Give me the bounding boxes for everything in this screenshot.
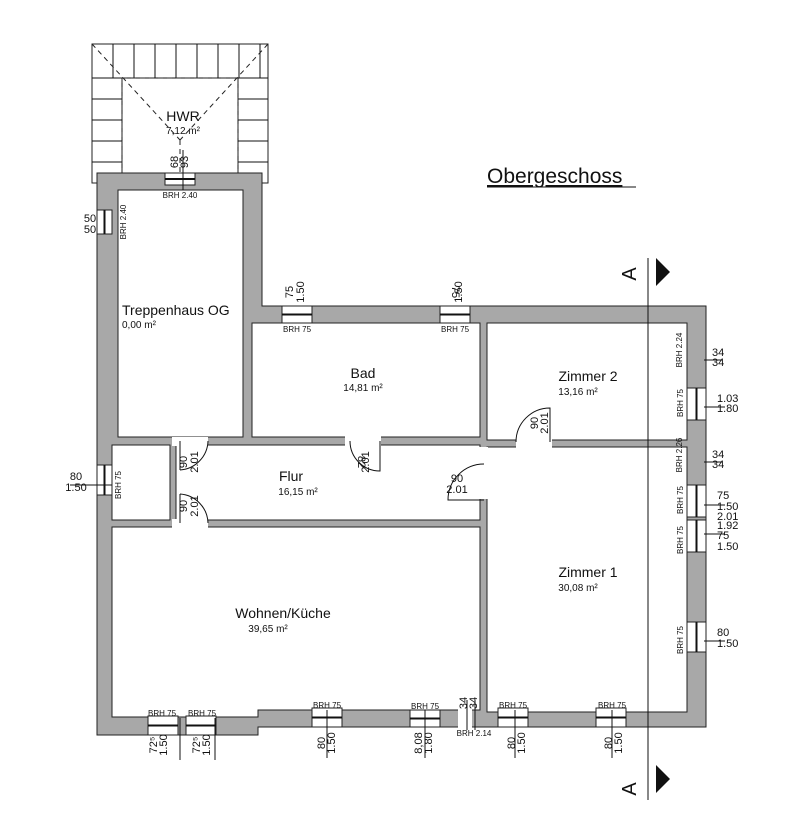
dimension-label: 1.50 [326,732,338,753]
room-name: Zimmer 2 [558,368,617,384]
section-arrow-bottom-icon [656,765,670,793]
room-name: HWR [166,108,199,124]
room-name: Wohnen/Küche [235,605,331,621]
room-area: 13,16 m² [558,387,598,398]
dimension-label: 82 [355,456,367,468]
page-title: Obergeschoss [487,165,622,188]
dimension-label: 75 [284,286,296,298]
room-name: Flur [279,468,303,484]
room-zimmer-1 [486,446,688,713]
dimension-label: 1.03 [717,393,738,405]
dimension-label: BRH 75 [411,702,440,711]
dimension-label: 90 [529,417,541,429]
dimension-label: 2.01 [539,412,551,433]
room-zimmer-2 [486,322,688,441]
dimension-label: 72⁵ [191,737,203,754]
room-flur [175,444,481,521]
room-area: 14,81 m² [343,383,383,394]
dimension-label: BRH 75 [188,709,217,718]
hwr-staircase [91,43,269,184]
dimension-label: 50 [84,224,96,236]
dimension-label: 1.50 [613,732,625,753]
dimension-label: 90 [178,500,190,512]
dimension-label: BRH 75 [676,625,685,654]
dimension-label: 1.50 [717,541,738,553]
dimension-label: 2.01 [189,451,201,472]
dimension-label: BRH 75 [676,485,685,514]
dimension-label: 75 [717,490,729,502]
room-area: 30,08 m² [558,583,598,594]
dimension-label: BRH 75 [313,701,342,710]
section-label-bottom: A [619,782,641,796]
room-wohnen-kueche [111,526,481,718]
dimension-label: 34 [468,697,480,709]
room-name: Treppenhaus OG [122,302,230,318]
section-arrow-top-icon [656,258,670,286]
dimension-label: 75 [449,286,461,298]
dimension-label: BRH 75 [676,525,685,554]
dimension-label: 1.50 [65,482,86,494]
dimension-label: BRH 2.26 [675,437,684,472]
room-area: 7,12 m² [166,126,201,137]
dimension-label: 68 [169,156,181,168]
dimension-label: BRH 75 [283,325,312,334]
dimension-label: 2.01 [189,495,201,516]
dimension-label: 1.50 [516,732,528,753]
dimension-label: 1.50 [717,501,738,513]
dimension-label: BRH 2.24 [675,332,684,367]
dimension-label: 34 [712,347,724,359]
dimension-label: 1.80 [423,732,435,753]
dimension-label: 1.50 [453,281,465,302]
dimension-label: 34 [712,449,724,461]
dimension-label: 1.50 [201,734,213,755]
room-name: Bad [351,365,376,381]
room-area: 0,00 m² [122,320,157,331]
dimension-label: BRH 75 [598,701,627,710]
section-label-top: A [619,267,641,281]
dimension-label: BRH 75 [676,388,685,417]
doors [172,407,552,729]
dimension-label: 80 [70,471,82,483]
room-treppenhaus [117,189,244,438]
dimension-label: 72⁵ [148,737,160,754]
room-wc [111,444,171,521]
dimension-label: 1.92 [717,520,738,532]
dimension-label: BRH 2.14 [457,729,492,738]
room-name: Zimmer 1 [558,564,617,580]
dimension-label: 90 [178,456,190,468]
dimension-label: BRH 2.40 [119,204,128,239]
dimension-label: 1.50 [717,638,738,650]
dimension-label: BRH 75 [441,325,470,334]
dimension-label: 34 [712,357,724,369]
dimension-label: 34 [712,459,724,471]
dimension-label: BRH 75 [114,470,123,499]
dimension-label: 50 [84,213,96,225]
dimension-label: 8,08 [413,732,425,753]
dimension-label: 2.01 [446,484,467,496]
room-area: 16,15 m² [278,487,318,498]
dimension-label: 80 [717,627,729,639]
dimension-label: 2.01 [360,451,372,472]
dimension-label: 90 [451,473,463,485]
dimension-label: 2.01 [717,511,738,523]
room-area: 39,65 m² [248,624,288,635]
dimension-label: BRH 75 [499,701,528,710]
dimension-label: BRH 2.40 [163,191,198,200]
dimension-label: 1.50 [158,734,170,755]
dimension-label: 1.50 [295,281,307,302]
dimension-label: 80 [316,737,328,749]
dimension-label: BRH 75 [148,709,177,718]
dimension-label: 93 [179,156,191,168]
dimension-label: 75 [717,530,729,542]
dimension-label: 1.80 [717,403,738,415]
room-bad [251,322,481,438]
